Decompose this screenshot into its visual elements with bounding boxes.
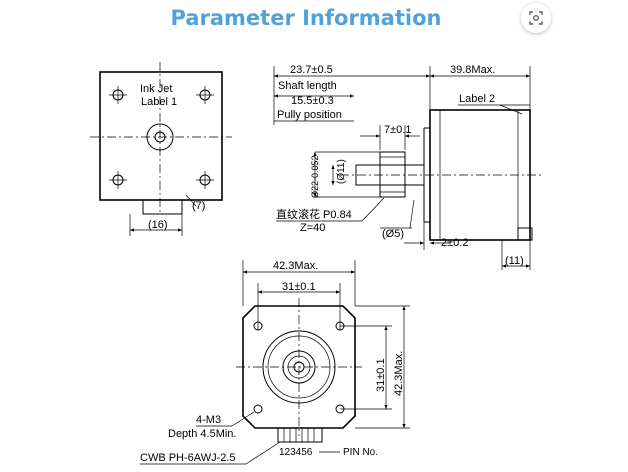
front-label-line1: Ink Jet (140, 83, 172, 95)
dim-shaft-dia: (Ø11) (336, 159, 347, 184)
front-shaft-boss (146, 123, 174, 151)
visual-search-button[interactable] (521, 3, 551, 33)
side-connector (517, 227, 533, 241)
front-shaft (154, 131, 166, 143)
dim-overall-height: 42.3Max. (393, 351, 405, 396)
dim-shaft-from-face: 23.7±0.5 (290, 64, 333, 76)
dim-pulley-width: 7±0.1 (384, 124, 411, 136)
knurl-label: 直纹滚花 P0.84 (276, 207, 352, 221)
thread-label: 4-M3 (196, 414, 221, 426)
front-connector-tab (142, 200, 183, 215)
side-pulley (379, 151, 406, 198)
side-view: 23.7±0.5 39.8Max. Shaft length 15.5±0.3 … (273, 64, 542, 270)
dim-connector-gap: (7) (192, 200, 205, 212)
shaft-length-value: 15.5±0.3 (291, 95, 334, 107)
teeth-label: Z=40 (300, 222, 325, 234)
pin-numbers: 123456 (279, 447, 313, 458)
front-mounting-holes (109, 86, 214, 189)
dim-boss-dia: Ø22-0.052 (310, 155, 320, 198)
dim-hole-spacing-v: 31±0.1 (375, 358, 387, 392)
label2: Label 2 (459, 93, 495, 105)
dim-flange: 2±0.2 (441, 237, 468, 249)
bottom-connector (277, 427, 323, 443)
bottom-view: 42.3Max. 31±0.1 31±0.1 42.3Max. (140, 260, 410, 465)
bottom-view-body (242, 305, 356, 429)
pully-position-label: Pully position (277, 109, 342, 121)
pin-label: PIN No. (343, 447, 378, 458)
front-view: Ink Jet Label 1 (7) (16) (90, 62, 232, 236)
depth-label: Depth 4.5Min. (168, 428, 236, 440)
dim-hole-spacing-h: 31±0.1 (282, 281, 316, 293)
dim-total-length: 39.8Max. (450, 64, 495, 76)
front-label-line2: Label 1 (141, 96, 177, 108)
dim-connector: (11) (505, 255, 524, 267)
page-title: Parameter Information (170, 6, 442, 30)
lens-icon (529, 11, 543, 25)
shaft-length-label: Shaft length (278, 80, 337, 92)
dim-connector-width: (16) (148, 219, 168, 231)
dim-overall-width: 42.3Max. (273, 260, 318, 272)
dim-shaft-tip: (Ø5) (382, 228, 404, 240)
front-view-body (99, 71, 223, 201)
connector-label: CWB PH-6AWJ-2.5 (140, 452, 236, 464)
side-shaft (355, 164, 425, 186)
